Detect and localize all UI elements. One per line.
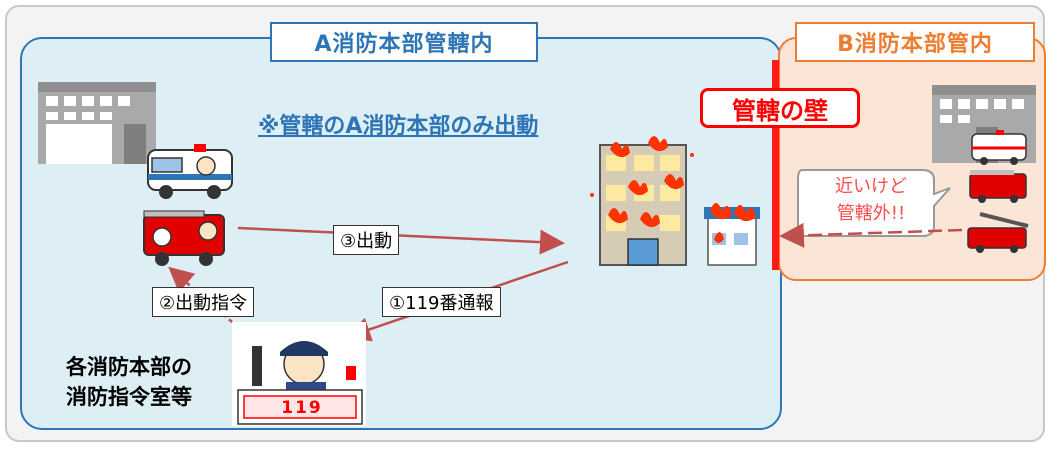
- zone-a-title: A消防本部管轄内: [270, 22, 538, 62]
- order-arrow: [168, 266, 233, 323]
- fire-engine-b-icon: [969, 170, 1027, 203]
- ambulance-b-icon: [971, 130, 1027, 165]
- fire-engine-a-icon: [143, 210, 225, 266]
- dispatcher-icon: [232, 322, 366, 426]
- burning-building-icon: [590, 136, 694, 266]
- fire-station-a-icon: [38, 82, 156, 164]
- hq-label: 各消防本部の 消防指令室等: [66, 352, 192, 412]
- out-of-area-arrow: [779, 222, 963, 248]
- ambulance-a-icon: [147, 144, 233, 199]
- bubble-line-1: 近いけど: [835, 176, 907, 197]
- zone-b-title: B消防本部管内: [795, 22, 1035, 62]
- bubble-line-2: 管轄外!!: [836, 203, 906, 224]
- desk-sign: 119: [281, 398, 323, 418]
- step-report-label: ①119番通報: [382, 287, 501, 317]
- dispatch-note: ※管轄のA消防本部のみ出動: [258, 114, 539, 139]
- step-dispatch-label: ③出動: [333, 225, 400, 255]
- burning-house-icon: [704, 203, 760, 266]
- ladder-truck-b-icon: [967, 212, 1029, 253]
- bubble-text: 近いけど 管轄外!!: [806, 173, 936, 227]
- hq-label-line-2: 消防指令室等: [66, 385, 192, 409]
- speech-bubble: [797, 169, 951, 237]
- step-order-label: ②出動指令: [152, 287, 255, 317]
- wall-label: 管轄の壁: [700, 88, 860, 128]
- jurisdiction-wall: [772, 60, 779, 270]
- hq-label-line-1: 各消防本部の: [66, 355, 192, 379]
